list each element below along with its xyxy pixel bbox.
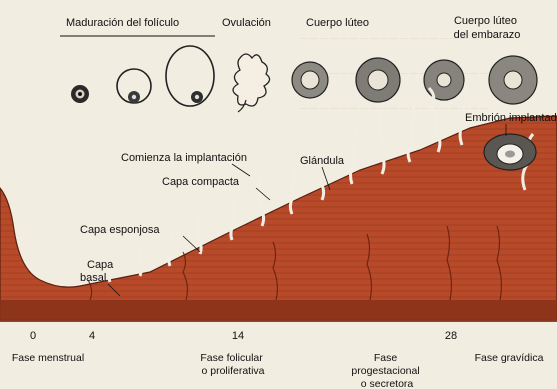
phase-progestational-line3: o secretora <box>361 378 414 389</box>
phase-follicular-label: Fase folicular o proliferativa <box>200 352 265 377</box>
day-tick-4: 4 <box>89 330 95 342</box>
basal-layer-line1: Capa <box>87 259 114 271</box>
implantation-begins-label: Comienza la implantación <box>121 152 247 164</box>
embryo-implanted-label: Embrión implantado <box>465 112 557 124</box>
corpus-luteum-pregnancy-line1: Cuerpo lúteo <box>454 15 517 27</box>
ovulation-label: Ovulación <box>222 17 271 29</box>
gland-leader <box>321 166 331 191</box>
basal-layer-label: Capa basal <box>80 259 116 284</box>
corpus-luteum-pregnancy-label: Cuerpo lúteo del embarazo <box>454 15 521 41</box>
phase-progestational-label: Fase progestacional o secretora <box>351 352 422 389</box>
basal-layer-line2: basal <box>80 272 106 284</box>
corpus-luteum-pregnancy-line2: del embarazo <box>454 29 521 41</box>
mature-follicle-icon <box>165 45 215 107</box>
day-tick-0: 0 <box>30 330 36 342</box>
endometrium-profile <box>0 78 557 322</box>
corpus-luteum-pregnancy-icon <box>488 55 538 105</box>
primary-follicle-icon <box>71 85 89 103</box>
compact-layer-label: Capa compacta <box>162 176 240 188</box>
spongy-layer-leader <box>182 235 201 253</box>
ruptured-follicle-icon <box>232 53 271 113</box>
maturation-label: Maduración del folículo <box>66 17 179 29</box>
basal-layer-band <box>0 300 557 322</box>
corpus-luteum-icon-1 <box>291 61 329 99</box>
phase-menstrual-label: Fase menstrual <box>12 352 84 364</box>
phase-progestational-line2: progestacional <box>351 365 419 377</box>
phase-labels: Fase menstrual Fase folicular o prolifer… <box>12 352 544 389</box>
phase-follicular-line2: o proliferativa <box>201 365 264 377</box>
svg-text:— — — — — — — — — — — — — — —: — — — — — — — — — — — — — — — — — — — <box>299 103 489 112</box>
gland-label: Glándula <box>300 155 345 167</box>
endometrium-tissue <box>0 115 557 321</box>
implanted-embryo-icon <box>483 133 537 171</box>
day-axis: 0 4 14 28 <box>30 330 457 342</box>
secondary-follicle-icon <box>116 68 152 104</box>
phase-follicular-line1: Fase folicular <box>200 352 263 364</box>
corpus-luteum-label: Cuerpo lúteo <box>306 17 369 29</box>
phase-gravid-label: Fase gravídica <box>475 352 544 364</box>
day-tick-28: 28 <box>445 330 457 342</box>
corpus-luteum-icon-2 <box>355 57 401 103</box>
day-tick-14: 14 <box>232 330 244 342</box>
blood-vessels <box>87 225 503 301</box>
compact-layer-leader <box>255 187 271 201</box>
implantation-leader <box>231 163 251 177</box>
phase-progestational-line1: Fase <box>374 352 398 364</box>
follicle-stages-row: Maduración del folículo Ovulación Cuerpo… <box>60 15 538 113</box>
svg-text:— — — — — — — — — — — — — — —: — — — — — — — — — — — — — — — — — — — <box>299 33 489 42</box>
endometrial-glands <box>50 78 535 283</box>
endometrium-labels: Comienza la implantación Glándula Capa c… <box>80 112 557 297</box>
spongy-layer-label: Capa esponjosa <box>80 224 160 236</box>
corpus-luteum-icon-3 <box>423 59 465 101</box>
basal-layer-leader <box>107 283 121 297</box>
